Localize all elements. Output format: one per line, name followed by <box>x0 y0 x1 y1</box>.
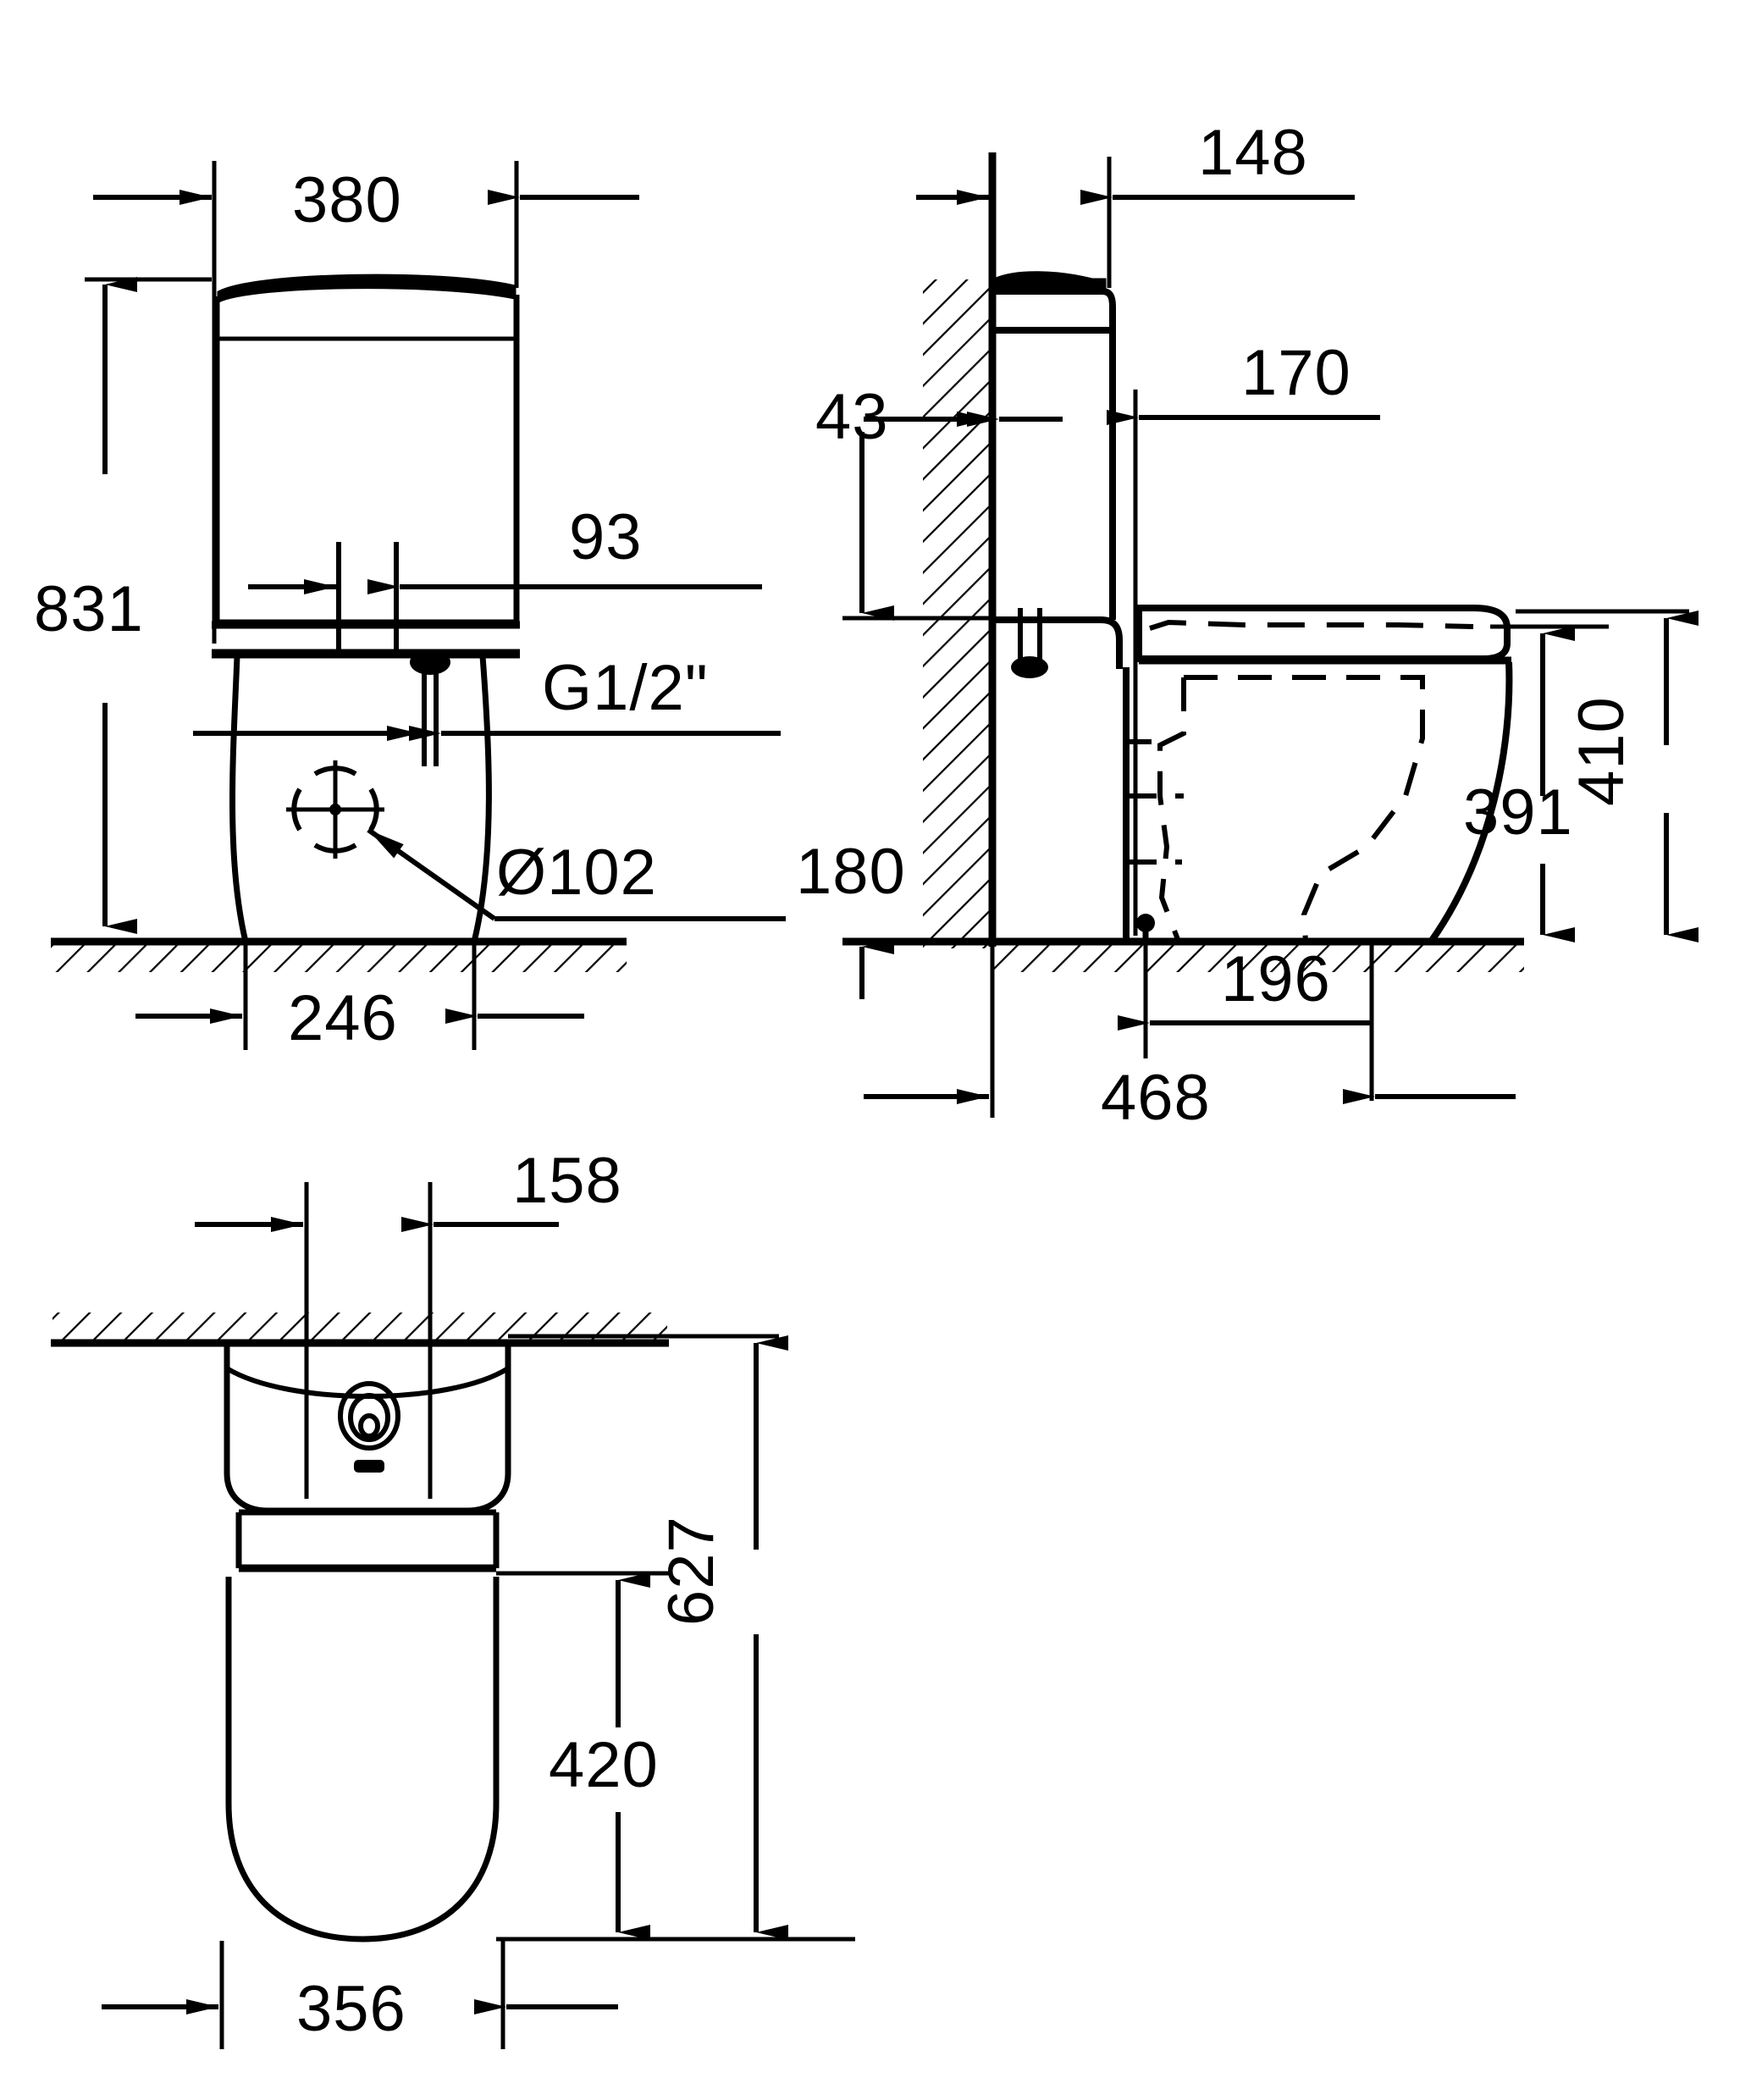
plan-dim-356-label: 356 <box>296 1973 406 2045</box>
front-dim-831-label: 831 <box>34 573 144 645</box>
cistern-body-side <box>994 288 1116 620</box>
plan-view: 158 420 627 <box>51 1145 855 2049</box>
front-view: 380 831 93 G1/2" <box>34 161 786 1054</box>
front-dim-g12-label: G1/2" <box>542 652 709 724</box>
front-floor-hatch <box>51 943 627 972</box>
side-dim-148-label: 148 <box>1198 117 1308 189</box>
front-dim-246-label: 246 <box>288 982 398 1054</box>
bowl-inner-dashed-right <box>1184 675 1425 942</box>
flush-button-slot <box>354 1460 384 1473</box>
front-dim-380-label: 380 <box>292 164 402 236</box>
cistern-underside <box>994 616 1123 669</box>
side-dim-196-label: 196 <box>1221 943 1331 1015</box>
side-view: 148 170 43 180 <box>796 117 1699 1134</box>
inlet-valve-cap <box>410 649 450 675</box>
front-dim-93-label: 93 <box>569 501 643 573</box>
side-dim-170-label: 170 <box>1241 337 1351 409</box>
plan-dim-627-label: 627 <box>655 1516 727 1626</box>
bowl-plan-outline <box>225 1577 500 1942</box>
seat-hinge-dashed <box>1149 619 1474 631</box>
front-dim-d102-leader-arrow <box>367 827 496 921</box>
cistern-lid-side <box>992 271 1107 295</box>
side-dim-468-label: 468 <box>1101 1062 1211 1134</box>
side-floor-hatch <box>991 943 1524 972</box>
side-dim-43-label: 43 <box>815 381 889 453</box>
front-dim-d102-label: Ø102 <box>496 837 657 909</box>
side-dim-180-label: 180 <box>796 836 906 908</box>
inlet-fitting-cap-side <box>1011 656 1048 678</box>
wall-hatch <box>923 279 991 948</box>
flush-button-circle[interactable] <box>338 1381 400 1451</box>
bowl-trap-dashed <box>1126 739 1184 865</box>
bowl-inner-dashed-left <box>1157 677 1186 943</box>
side-dim-391-label: 391 <box>1463 776 1573 848</box>
outlet-centre-crosshair <box>286 760 384 859</box>
plan-dim-158-label: 158 <box>512 1145 622 1217</box>
bowl-outline-side <box>1123 661 1513 944</box>
plan-dim-420-label: 420 <box>549 1729 659 1801</box>
side-dim-410-label: 410 <box>1566 696 1638 806</box>
